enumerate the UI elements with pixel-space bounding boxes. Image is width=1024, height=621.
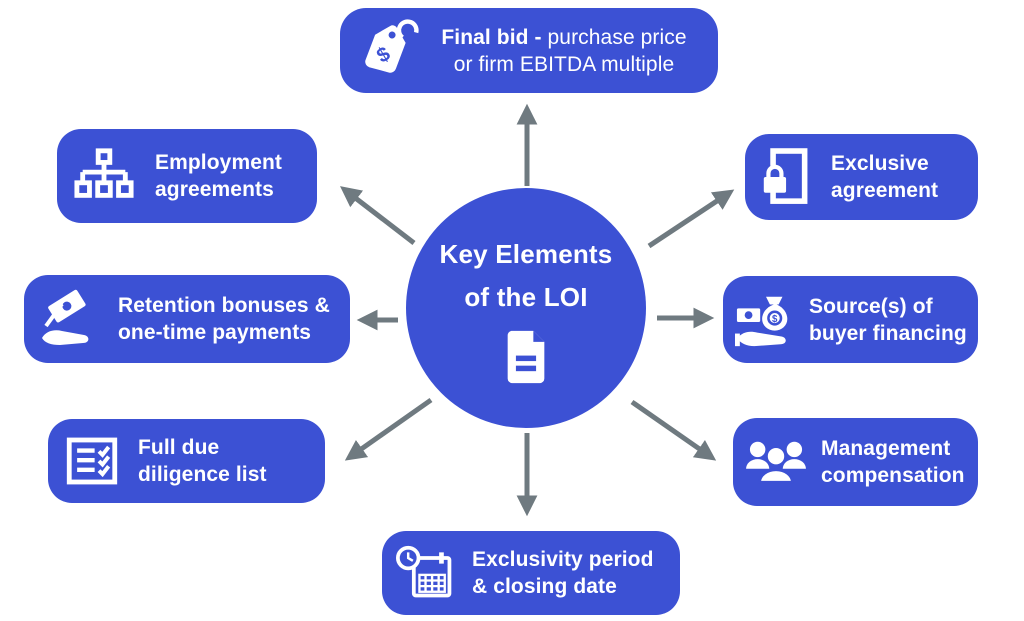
node-label: Full due diligence list <box>138 436 267 486</box>
node-employment-agreements: Employment agreements <box>57 129 317 223</box>
org-chart-icon <box>73 146 135 206</box>
node-label: Source(s) of buyer financing <box>809 294 967 345</box>
node-label: Exclusive agreement <box>831 152 939 202</box>
node-label: Retention bonuses & one-time payments <box>118 294 330 344</box>
center-hub: Key Elements of the LOI <box>406 188 646 428</box>
node-label: Exclusivity period & closing date <box>472 548 654 598</box>
node-label: Management compensation <box>821 437 965 487</box>
node-due-diligence: Full due diligence list <box>48 419 325 503</box>
node-label: Final bid - purchase price or firm EBITD… <box>441 25 687 76</box>
diagram-title: Key Elements of the LOI <box>439 238 613 312</box>
price-tag-icon: $ <box>354 18 422 84</box>
arrow-bottom-left <box>344 397 433 461</box>
svg-text:$: $ <box>772 313 778 324</box>
arrow-top-right <box>647 189 735 249</box>
node-exclusive-agreement: Exclusive agreement <box>745 134 978 220</box>
lock-document-icon <box>761 146 813 208</box>
falling-money-hand-icon <box>38 288 102 350</box>
calendar-clock-icon <box>396 544 456 602</box>
money-bag-hand-icon: $ <box>735 289 797 351</box>
node-retention-bonuses: Retention bonuses & one-time payments <box>24 275 350 363</box>
node-management-compensation: Management compensation <box>733 418 978 506</box>
arrow-bottom-right <box>630 399 717 461</box>
node-buyer-financing: $ Source(s) of buyer financing <box>723 276 978 363</box>
checklist-icon <box>64 433 120 489</box>
node-exclusivity-period: Exclusivity period & closing date <box>382 531 680 615</box>
node-label: Employment agreements <box>155 151 283 201</box>
people-group-icon <box>745 434 807 490</box>
document-icon <box>507 330 545 383</box>
arrow-top-left <box>340 186 416 245</box>
node-final-bid: $ Final bid - purchase price or firm EBI… <box>340 8 718 93</box>
